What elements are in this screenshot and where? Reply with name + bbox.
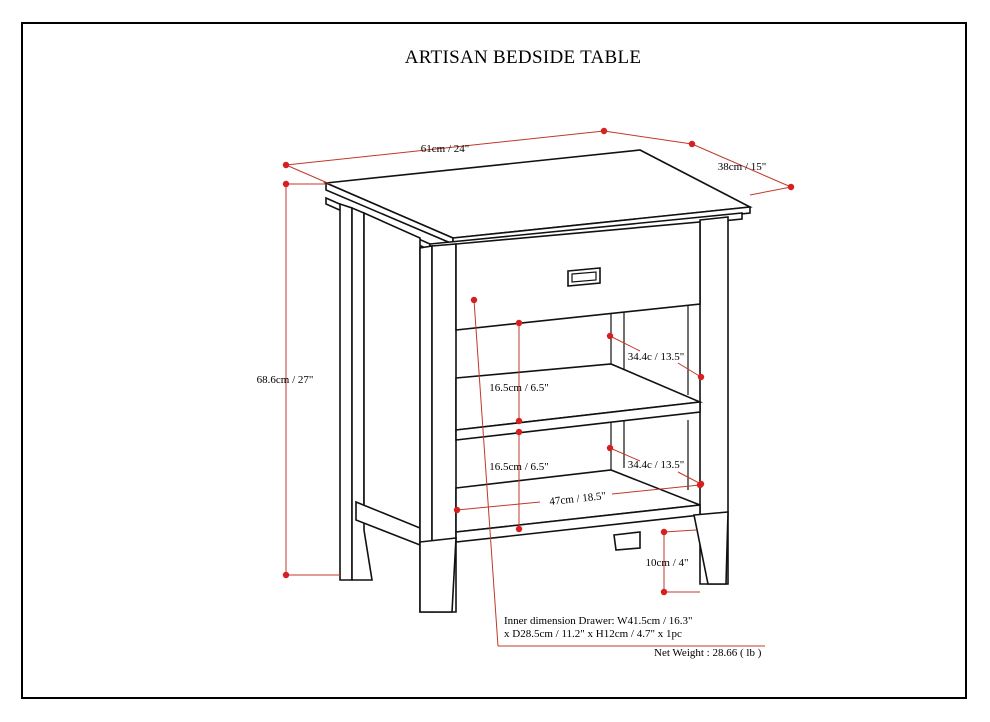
upper-opening-marker-bottom [515,417,523,425]
shelf-width-line-a [456,501,541,511]
shelf-width-line-b [611,484,701,495]
width-dimension-line [285,130,605,166]
width-label: 61cm / 24" [421,143,470,155]
lower-opening-label: 16.5cm / 6.5" [489,461,549,473]
upper-opening-marker-top [515,319,523,327]
leg-clearance-marker-bottom [660,588,668,596]
drawer-dimension-line2: x D28.5cm / 11.2" x H12cm / 4.7" x 1pc [504,628,682,640]
lower-depth-line-a [609,447,641,462]
upper-depth-marker-back [606,332,614,340]
lower-depth-line-b [677,471,702,485]
lower-depth-label: 34.4c / 13.5" [628,459,684,471]
drawer-leader-marker [470,296,478,304]
leg-clearance-label: 10cm / 4" [646,557,689,569]
left-side-panel [363,211,421,542]
depth-label: 38cm / 15" [718,161,767,173]
leg-clearance-marker-top [660,528,668,536]
drawer-leader-line [473,299,499,647]
lower-opening-marker-top [515,428,523,436]
height-marker-top [282,180,290,188]
front-right-leg [699,216,729,585]
width-marker-left [282,161,290,169]
shelf-width-marker-right [696,481,704,489]
width-extension-line [285,164,331,185]
leg-clearance-extension-top [663,529,697,533]
bedside-table-drawing [322,149,753,613]
depth-marker-top [688,140,696,148]
dimension-lines: 61cm / 24" 38cm / 15" 68.6cm / 27" 16.5c… [257,127,795,647]
upper-depth-label: 34.4c / 13.5" [628,351,684,363]
upper-depth-line-b [677,362,702,378]
front-left-leg [431,243,457,613]
lower-opening-marker-bottom [515,525,523,533]
lower-depth-marker-back [606,444,614,452]
shelf-width-marker-left [453,506,461,514]
back-left-leg-side [351,206,373,581]
depth-marker-bottom [787,183,795,191]
upper-depth-marker-front [697,373,705,381]
height-label: 68.6cm / 27" [257,374,314,386]
back-left-leg [339,202,353,581]
drawer-handle [567,267,601,287]
upper-opening-label: 16.5cm / 6.5" [489,382,549,394]
depth-dimension-line [691,143,792,188]
front-left-leg-foot [419,537,457,613]
height-marker-bottom [282,571,290,579]
drawer-dimension-line1: Inner dimension Drawer: W41.5cm / 16.3" [504,615,693,627]
depth-extension-line-2 [749,186,792,196]
front-right-leg-foot [693,511,729,585]
diagram-border [21,22,967,699]
diagram-title: ARTISAN BEDSIDE TABLE [405,47,642,68]
upper-depth-line-a [609,335,641,352]
drawer-handle-inner [571,271,597,283]
back-right-foot [613,531,641,551]
net-weight: Net Weight : 28.66 ( lb ) [654,647,762,659]
shelf-width-label: 47cm / 18.5" [549,490,607,508]
depth-extension-line [603,130,693,145]
